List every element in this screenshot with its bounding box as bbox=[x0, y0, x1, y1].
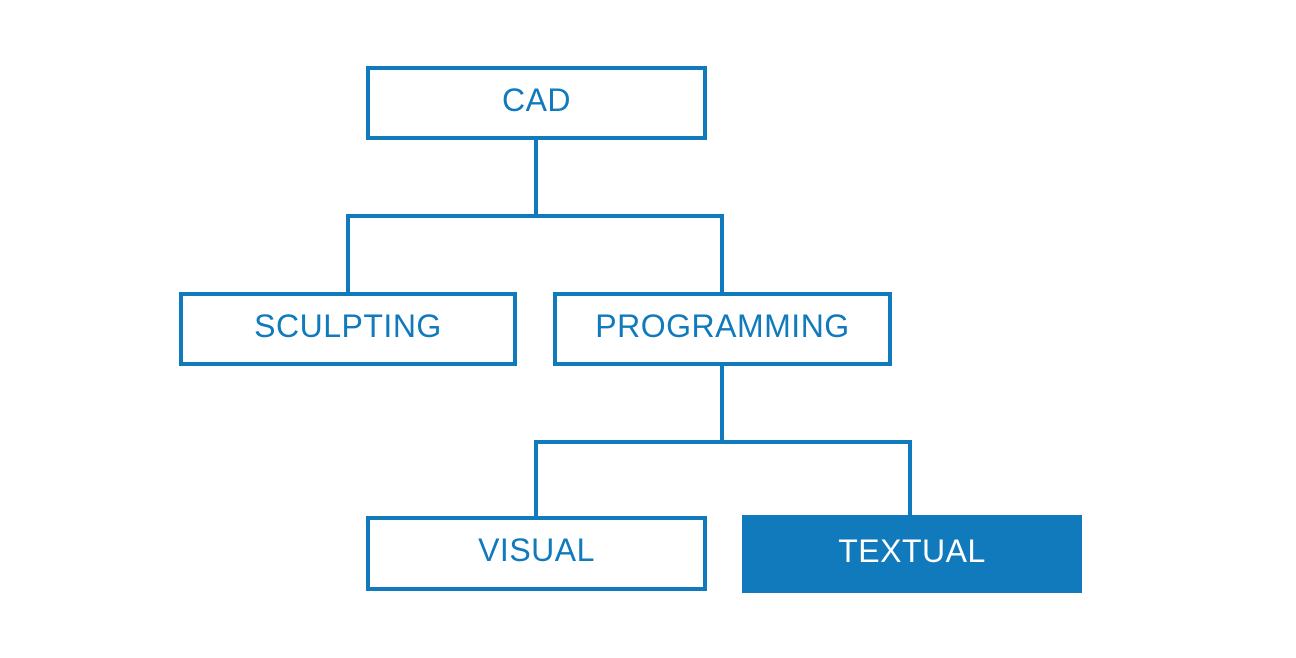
node-visual-label: VISUAL bbox=[478, 532, 595, 568]
edge-sculpting-drop-line bbox=[346, 214, 350, 292]
node-cad[interactable]: CAD bbox=[366, 66, 707, 140]
node-sculpting-label: SCULPTING bbox=[254, 307, 442, 344]
node-visual[interactable]: VISUAL bbox=[366, 516, 707, 591]
node-sculpting[interactable]: SCULPTING bbox=[179, 292, 517, 366]
node-cad-label: CAD bbox=[501, 81, 572, 118]
edge-programming-stem-line bbox=[720, 366, 724, 444]
edge-cad-children-line bbox=[346, 214, 724, 218]
edge-textual-drop-line bbox=[908, 440, 912, 515]
node-textual-label: TEXTUAL bbox=[838, 532, 986, 569]
edge-programming-children-line bbox=[534, 440, 912, 444]
node-programming[interactable]: PROGRAMMING bbox=[553, 292, 892, 366]
edge-visual-drop-line bbox=[534, 440, 538, 516]
node-programming-label: PROGRAMMING bbox=[595, 307, 850, 344]
edge-cad-stem-line bbox=[534, 140, 538, 218]
edge-programming-drop-line bbox=[720, 214, 724, 292]
node-textual-selected[interactable]: TEXTUAL bbox=[742, 515, 1082, 593]
